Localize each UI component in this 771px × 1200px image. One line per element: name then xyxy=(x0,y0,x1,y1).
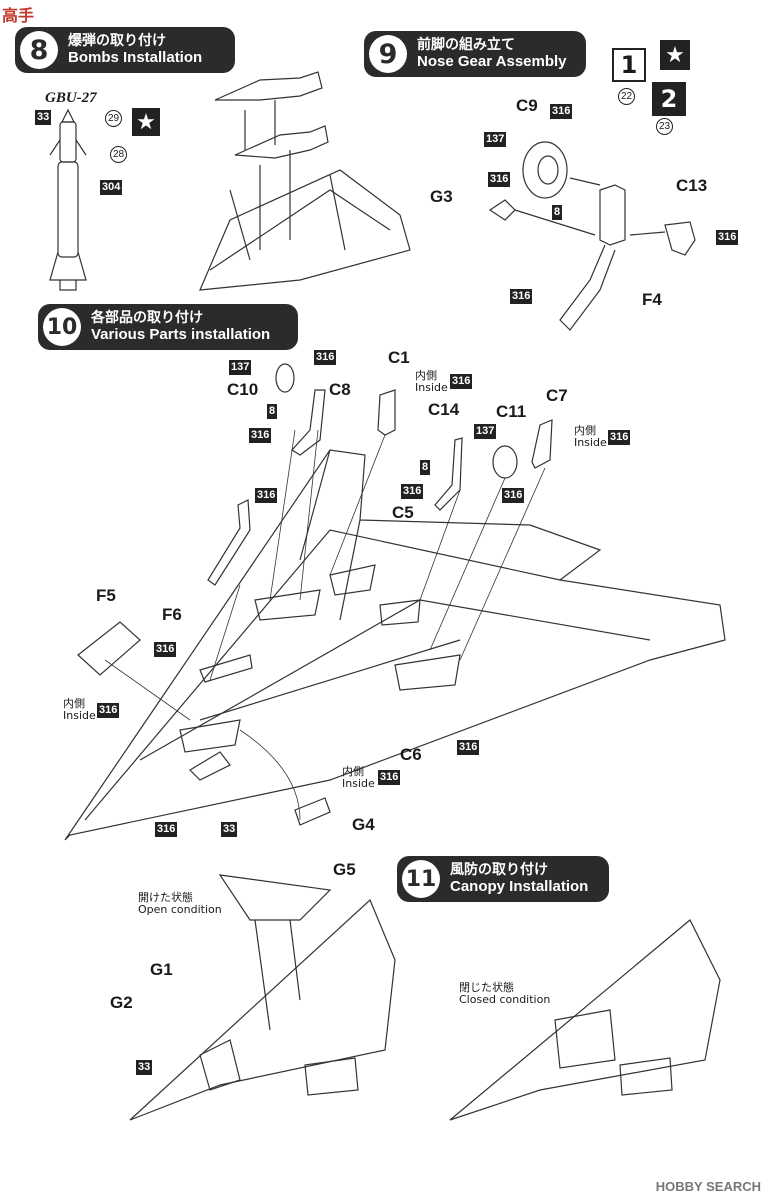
open-canopy-drawing xyxy=(129,874,396,1121)
part-f4-label: F4 xyxy=(642,290,662,309)
part-g4-label: G4 xyxy=(352,815,375,834)
inside-jp: 内側 xyxy=(415,369,437,382)
decal-option-1: 1 xyxy=(612,48,646,82)
inside-note: 内側 Inside xyxy=(574,425,607,449)
inside-en: Inside xyxy=(342,777,375,790)
step10-title-jp: 各部品の取り付け xyxy=(91,310,203,327)
paint-33-tag: 33 xyxy=(221,822,238,837)
step8-title-en: Bombs Installation xyxy=(68,49,203,67)
paint-8-tag: 8 xyxy=(552,205,563,220)
paint-316-tag: 316 xyxy=(378,770,401,785)
paint-316-tag: 316 xyxy=(97,703,120,718)
inside-note: 内側 Inside xyxy=(63,698,96,722)
step11-title-en: Canopy Installation xyxy=(450,878,589,896)
inside-en: Inside xyxy=(574,436,607,449)
part-c1-label: C1 xyxy=(388,348,410,367)
inside-jp: 内側 xyxy=(63,697,85,710)
paint-316-tag: 316 xyxy=(401,484,424,499)
part-c7-label: C7 xyxy=(546,386,568,405)
paint-316-tag: 316 xyxy=(510,289,533,304)
step10-title-en: Various Parts installation xyxy=(91,326,271,344)
assembly-lines xyxy=(104,429,546,821)
paint-316-tag: 316 xyxy=(154,642,177,657)
open-en: Open condition xyxy=(138,903,222,916)
gbu27-bomb-drawing xyxy=(49,108,87,291)
paint-316-tag: 316 xyxy=(716,230,739,245)
paint-316-tag: 316 xyxy=(608,430,631,445)
paint-137-tag: 137 xyxy=(229,360,252,375)
step10-number: 10 xyxy=(43,308,81,346)
step10-header: 10 各部品の取り付け Various Parts installation xyxy=(38,304,298,350)
step8-title-jp: 爆弾の取り付け xyxy=(68,33,166,50)
part-f5-label: F5 xyxy=(96,586,116,605)
bomb-bay-drawing xyxy=(199,71,411,291)
paint-316-tag: 316 xyxy=(450,374,473,389)
inside-note: 内側 Inside xyxy=(415,370,448,394)
part-c13-label: C13 xyxy=(676,176,708,195)
part-g3-label: G3 xyxy=(430,187,453,206)
part-c14-label: C14 xyxy=(428,400,460,419)
paint-316-tag: 316 xyxy=(155,822,178,837)
paint-8-tag: 8 xyxy=(420,460,431,475)
step9-title-en: Nose Gear Assembly xyxy=(417,53,567,71)
decal-ref-22: 22 xyxy=(618,88,635,105)
paint-316-tag: 316 xyxy=(502,488,525,503)
step9-title-jp: 前脚の組み立て xyxy=(417,37,515,54)
nose-gear-drawing xyxy=(488,141,696,331)
paint-316-tag: 316 xyxy=(249,428,272,443)
inside-note: 内側 Inside xyxy=(342,766,375,790)
paint-137-tag: 137 xyxy=(484,132,507,147)
part-c11-label: C11 xyxy=(496,402,527,421)
inside-jp: 内側 xyxy=(342,765,364,778)
part-c5-label: C5 xyxy=(392,503,414,522)
step10-parts-drawing xyxy=(207,363,553,586)
gbu27-label: GBU-27 xyxy=(45,90,97,106)
part-f6-label: F6 xyxy=(162,605,182,624)
inside-jp: 内側 xyxy=(574,424,596,437)
part-c6-label: C6 xyxy=(400,745,422,764)
step11-title-jp: 風防の取り付け xyxy=(450,862,548,879)
part-c10-label: C10 xyxy=(227,380,259,399)
open-condition-note: 開けた状態 Open condition xyxy=(138,892,222,916)
star-icon: ★ xyxy=(660,40,690,70)
closed-condition-note: 閉じた状態 Closed condition xyxy=(459,982,550,1006)
part-g5-label: G5 xyxy=(333,860,356,879)
paint-33-tag: 33 xyxy=(35,110,52,125)
paint-316-tag: 316 xyxy=(488,172,511,187)
star-icon: ★ xyxy=(132,108,160,136)
step11-number: 11 xyxy=(402,860,440,898)
paint-304-tag: 304 xyxy=(100,180,123,195)
step9-header: 9 前脚の組み立て Nose Gear Assembly xyxy=(364,31,586,77)
inside-en: Inside xyxy=(415,381,448,394)
watermark-top: 高手 xyxy=(2,6,35,25)
paint-316-tag: 316 xyxy=(550,104,573,119)
part-c8-label: C8 xyxy=(329,380,351,399)
step9-number: 9 xyxy=(369,35,407,73)
paint-316-tag: 316 xyxy=(314,350,337,365)
paint-28-ref: 28 xyxy=(110,146,127,163)
paint-29-ref: 29 xyxy=(105,110,122,127)
paint-316-tag: 316 xyxy=(255,488,278,503)
inside-en: Inside xyxy=(63,709,96,722)
step11-header: 11 風防の取り付け Canopy Installation xyxy=(397,856,609,902)
part-c9-label: C9 xyxy=(516,96,538,115)
open-jp: 開けた状態 xyxy=(138,891,193,904)
step8-header: 8 爆弾の取り付け Bombs Installation xyxy=(15,27,235,73)
paint-316-tag: 316 xyxy=(457,740,480,755)
part-g2-label: G2 xyxy=(110,993,133,1012)
watermark-bottom: HOBBY SEARCH xyxy=(655,1179,761,1194)
paint-33-tag: 33 xyxy=(136,1060,153,1075)
step8-number: 8 xyxy=(20,31,58,69)
paint-137-tag: 137 xyxy=(474,424,497,439)
part-g1-label: G1 xyxy=(150,960,173,979)
closed-jp: 閉じた状態 xyxy=(459,981,514,994)
paint-8-tag: 8 xyxy=(267,404,278,419)
closed-canopy-drawing xyxy=(449,919,721,1121)
decal-option-2: 2 xyxy=(652,82,686,116)
decal-ref-23: 23 xyxy=(656,118,673,135)
closed-en: Closed condition xyxy=(459,993,551,1006)
